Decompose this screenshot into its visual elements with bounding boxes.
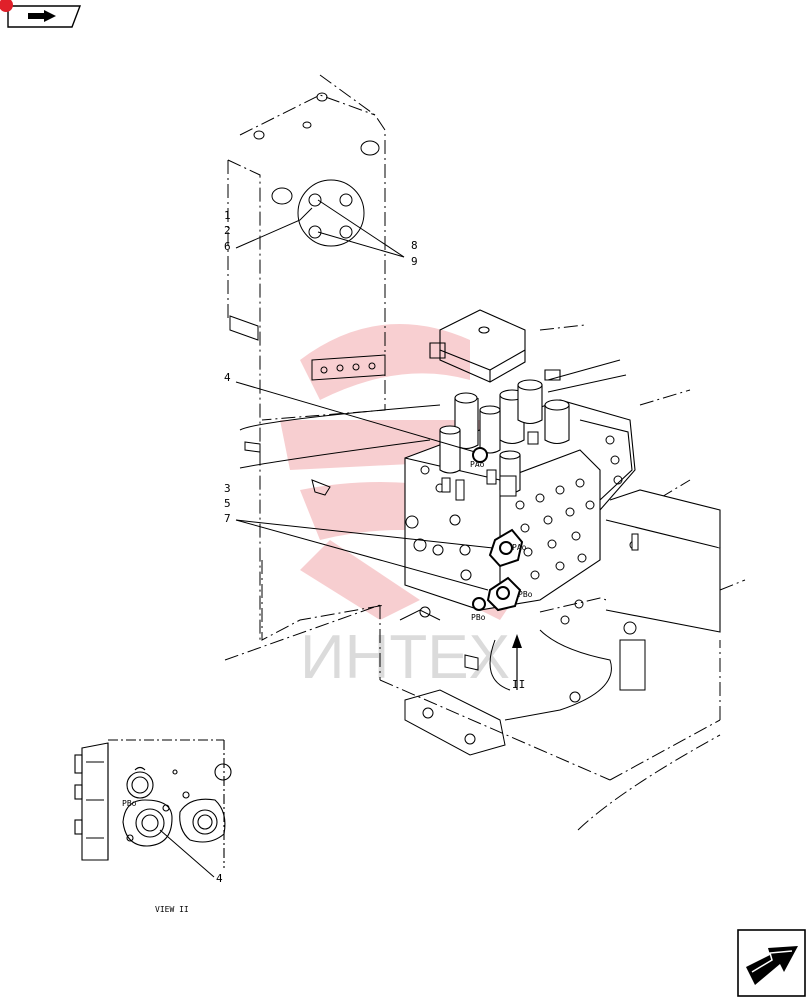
port-label-pa-mid: PAo [512,543,527,552]
valve-spools [439,379,570,494]
upper-frame [227,74,386,641]
upper-frame-details [229,92,386,496]
callout-4-view: 4 [216,872,223,885]
valve-face-holes [405,435,639,581]
port-label-pb-view: PBo [122,799,137,808]
valve-bracket [429,309,561,383]
port-flanges [472,447,524,612]
view-leader-line [159,829,215,878]
back-arrow-icon [28,10,56,22]
back-nav-button[interactable] [0,0,82,28]
leader-lines [235,199,494,591]
mount-plates [399,599,646,756]
callout-3: 3 [224,482,231,495]
view-ii-inset [74,739,232,868]
control-valve [404,399,721,633]
next-page-arrow-icon [746,946,798,985]
callout-6: 6 [224,240,231,253]
port-label-pb-low: PBo [471,613,486,622]
callout-2: 2 [224,224,231,237]
port-label-pa-top: PAo [470,460,485,469]
view-caption: VIEW II [155,905,189,914]
callout-5: 5 [224,497,231,510]
callout-8: 8 [411,239,418,252]
red-dot-icon [0,0,13,12]
valve-fittings [441,431,639,551]
lower-frame [224,324,746,831]
callout-9: 9 [411,255,418,268]
view-direction-arrow [512,634,522,690]
callout-4: 4 [224,371,231,384]
port-label-pb-mid: PBo [518,590,533,599]
watermark-text: ИНТЕХ [300,623,510,692]
view-arrow-label: II [512,678,525,691]
callout-1: 1 [224,209,231,222]
next-page-button[interactable] [737,929,806,997]
callout-7: 7 [224,512,231,525]
